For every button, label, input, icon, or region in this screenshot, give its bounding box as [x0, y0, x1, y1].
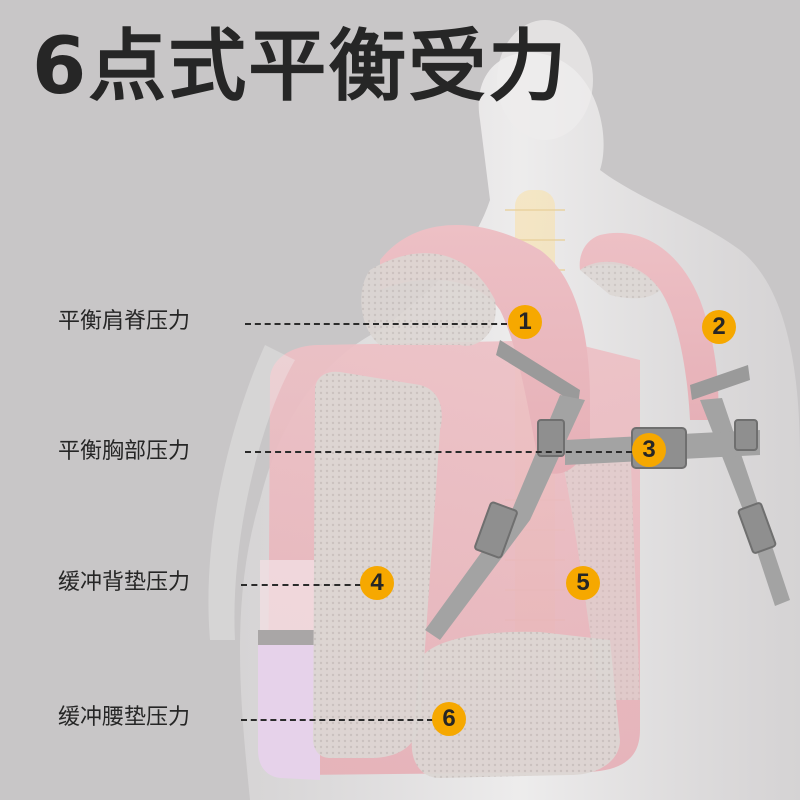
callout-label-shoulder: 平衡肩脊压力 [58, 309, 191, 334]
callout-leader-line-4 [241, 584, 361, 586]
callout-badge-6: 6 [432, 702, 466, 736]
page-title: 6点式平衡受力 [32, 22, 569, 112]
callout-label-lumbar-pad: 缓冲腰垫压力 [58, 705, 191, 730]
callout-badge-4: 4 [360, 566, 394, 600]
callout-badge-1: 1 [508, 305, 542, 339]
strap-adjusters [474, 501, 777, 559]
callout-badge-3: 3 [632, 433, 666, 467]
callout-label-chest: 平衡胸部压力 [58, 439, 191, 464]
callout-leader-line-6 [241, 719, 433, 721]
callout-leader-line-1 [245, 323, 507, 325]
callout-badge-5: 5 [566, 566, 600, 600]
arm-overlay [208, 345, 295, 640]
shoulder-strap-left [361, 225, 590, 474]
callout-label-back-pad: 缓冲背垫压力 [58, 570, 191, 595]
shoulder-strap-right [579, 232, 750, 420]
callout-leader-line-3 [245, 451, 632, 453]
callout-badge-2: 2 [702, 310, 736, 344]
